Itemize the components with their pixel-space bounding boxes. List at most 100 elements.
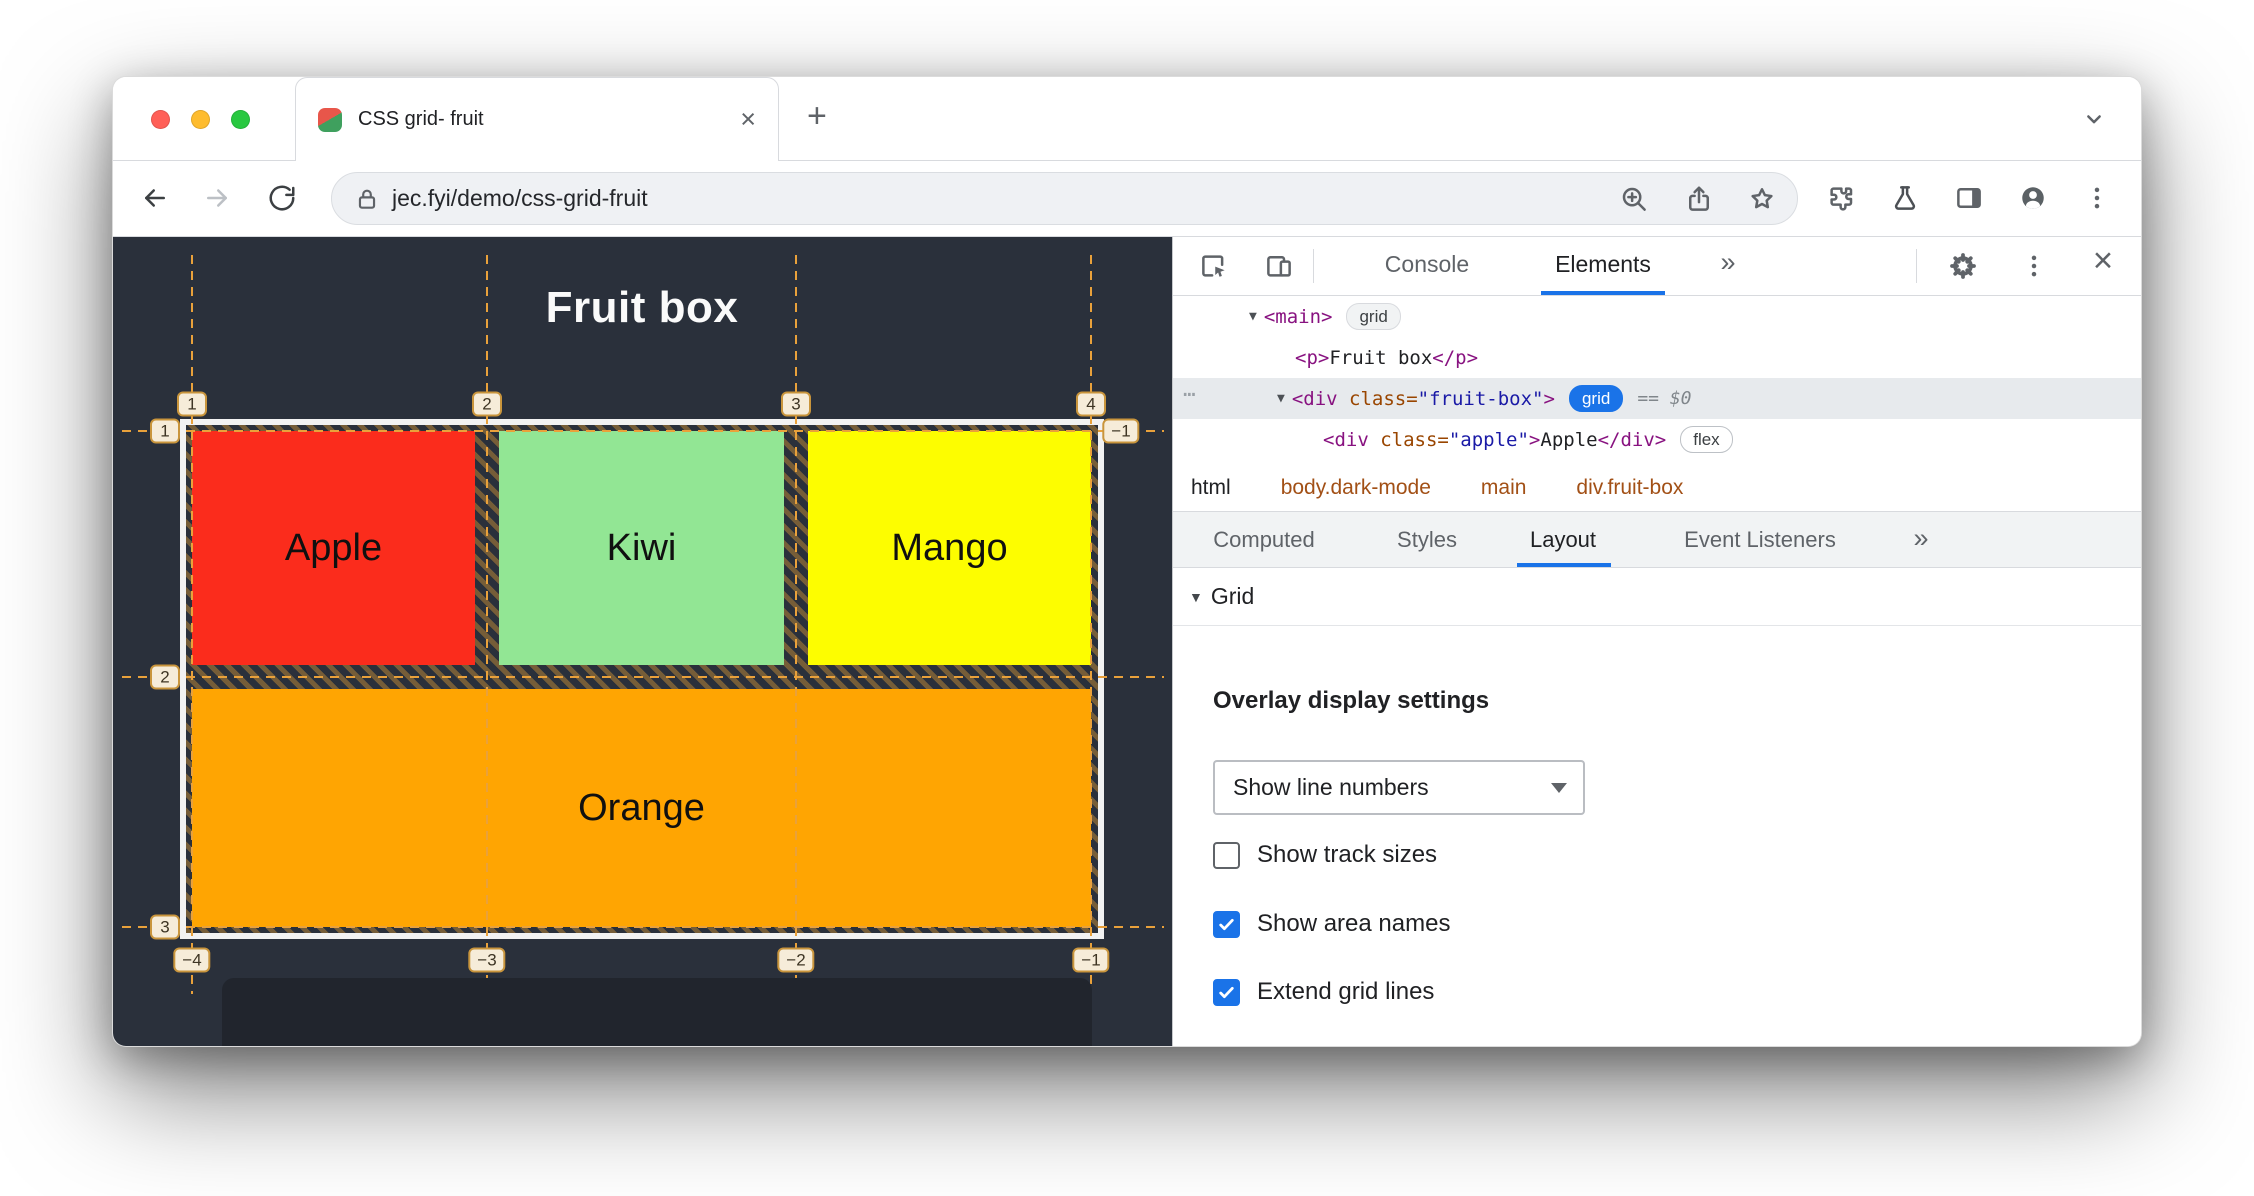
- bookmark-star-icon[interactable]: [1747, 184, 1777, 214]
- more-tabs-icon[interactable]: »: [1720, 247, 1736, 277]
- lock-icon[interactable]: [354, 186, 380, 212]
- tab-event-listeners[interactable]: Event Listeners: [1684, 527, 1836, 552]
- navigation-toolbar: jec.fyi/demo/css-grid-fruit: [113, 161, 2141, 237]
- breadcrumb-body[interactable]: body.dark-mode: [1280, 476, 1431, 499]
- fruit-grid: Apple Kiwi Mango Orange: [192, 431, 1092, 927]
- grid-line-number: −2: [777, 947, 815, 973]
- tab-styles[interactable]: Styles: [1397, 527, 1457, 552]
- devtools-panel: Console Elements » × ▼<main>grid <p>F: [1172, 237, 2141, 1046]
- tab-search-chevron-icon[interactable]: [2079, 104, 2109, 134]
- devtools-tab-elements[interactable]: Elements: [1555, 251, 1651, 277]
- checkbox-row-area-names[interactable]: Show area names: [1213, 910, 1450, 938]
- attr-token: class=: [1337, 387, 1418, 410]
- back-button[interactable]: [140, 183, 170, 213]
- show-area-names-checkbox[interactable]: [1213, 910, 1240, 938]
- grid-overlay-column-line: [191, 255, 193, 994]
- sidebar-pane-tabs: Computed Styles Layout Event Listeners »: [1173, 511, 2141, 568]
- forward-button[interactable]: [202, 183, 232, 213]
- extensions-puzzle-icon[interactable]: [1826, 183, 1856, 213]
- grid-overlay-row-line: [122, 676, 1164, 678]
- grid-line-number: −3: [468, 947, 506, 973]
- reload-button[interactable]: [267, 183, 297, 213]
- dropdown-chevron-icon: [1551, 782, 1567, 793]
- grid-cell-orange: Orange: [192, 689, 1091, 927]
- window-minimize-button[interactable]: [191, 110, 210, 129]
- tab-strip: CSS grid- fruit × +: [113, 77, 2141, 161]
- settings-gear-icon[interactable]: [1948, 251, 1978, 281]
- share-icon[interactable]: [1684, 184, 1714, 214]
- dom-tree-row-fruit-box[interactable]: ⋯ ▼<div class="fruit-box">grid== $0: [1173, 378, 2141, 419]
- dropdown-value: Show line numbers: [1233, 774, 1429, 800]
- checkbox-row-track-sizes[interactable]: Show track sizes: [1213, 841, 1437, 869]
- row-menu-dots-icon[interactable]: ⋯: [1183, 382, 1196, 406]
- breadcrumb: html body.dark-mode main div.fruit-box: [1173, 465, 2141, 511]
- window-zoom-button[interactable]: [231, 110, 250, 129]
- breadcrumb-main[interactable]: main: [1480, 476, 1527, 499]
- extend-grid-lines-checkbox[interactable]: [1213, 978, 1240, 1006]
- grid-overlay-column-line: [795, 255, 797, 994]
- flex-badge[interactable]: flex: [1680, 425, 1733, 454]
- devtools-tab-console[interactable]: Console: [1384, 251, 1470, 277]
- grid-line-number: 1: [177, 391, 207, 417]
- dom-tree-row-p[interactable]: <p>Fruit box</p>: [1173, 337, 2141, 378]
- disclosure-triangle-icon[interactable]: ▼: [1249, 309, 1257, 324]
- line-numbers-dropdown[interactable]: Show line numbers: [1213, 760, 1585, 815]
- grid-badge[interactable]: grid: [1346, 302, 1401, 331]
- tab-computed[interactable]: Computed: [1213, 527, 1315, 552]
- tag-token: >: [1543, 387, 1555, 410]
- grid-overlay-column-line: [486, 255, 488, 994]
- more-tabs-icon[interactable]: »: [1913, 523, 1929, 553]
- dom-tree-row-apple[interactable]: <div class="apple">Apple</div>flex: [1173, 419, 2141, 460]
- browser-tab[interactable]: CSS grid- fruit ×: [295, 77, 779, 161]
- tag-token: </div>: [1597, 428, 1667, 451]
- attr-token: class=: [1368, 428, 1449, 451]
- device-toolbar-icon[interactable]: [1264, 251, 1294, 281]
- tag-token: >: [1528, 428, 1541, 451]
- grid-line-number: 3: [781, 391, 811, 417]
- flask-icon[interactable]: [1890, 183, 1920, 213]
- toolbar-separator: [1313, 249, 1314, 283]
- devtools-menu-kebab-icon[interactable]: [2019, 251, 2049, 281]
- grid-overlay-row-line: [122, 926, 1164, 928]
- disclosure-triangle-icon[interactable]: ▼: [1189, 588, 1203, 605]
- value-token: "fruit-box": [1417, 387, 1544, 410]
- grid-line-number: 3: [150, 914, 180, 940]
- disclosure-triangle-icon[interactable]: ▼: [1277, 391, 1285, 406]
- breadcrumb-html[interactable]: html: [1191, 476, 1231, 499]
- browser-menu-kebab-icon[interactable]: [2082, 183, 2112, 213]
- grid-section-title: Grid: [1210, 583, 1255, 609]
- grid-section-header[interactable]: ▼ Grid: [1173, 568, 2141, 626]
- side-panel-icon[interactable]: [1954, 183, 1984, 213]
- tab-title: CSS grid- fruit: [358, 108, 484, 130]
- grid-line-number: 1: [150, 418, 180, 444]
- url-text[interactable]: jec.fyi/demo/css-grid-fruit: [392, 185, 648, 211]
- web-page: Fruit box Apple Kiwi Mango Orange 1 2 3: [113, 237, 1172, 1046]
- text-token: Fruit box: [1329, 346, 1433, 369]
- active-tab-underline: [1517, 563, 1611, 567]
- tag-token: <p>: [1295, 346, 1330, 369]
- text-token: Apple: [1540, 428, 1598, 451]
- checkbox-label: Show track sizes: [1257, 841, 1438, 868]
- zoom-icon[interactable]: [1619, 184, 1649, 214]
- checkbox-label: Show area names: [1257, 910, 1451, 937]
- profile-avatar[interactable]: [2018, 183, 2048, 213]
- tab-favicon-icon: [318, 107, 342, 132]
- tab-close-icon[interactable]: ×: [740, 104, 756, 134]
- grid-line-number: −1: [1072, 947, 1110, 973]
- devtools-close-icon[interactable]: ×: [2092, 241, 2114, 280]
- url-bar[interactable]: jec.fyi/demo/css-grid-fruit: [331, 172, 1798, 225]
- dom-tree-row-main[interactable]: ▼<main>grid: [1173, 296, 2141, 337]
- toolbar-separator: [1916, 249, 1917, 283]
- checkbox-label: Extend grid lines: [1257, 978, 1435, 1005]
- window-close-button[interactable]: [151, 110, 170, 129]
- new-tab-button[interactable]: +: [807, 97, 827, 135]
- grid-line-number: 4: [1076, 391, 1106, 417]
- inspect-element-icon[interactable]: [1199, 251, 1229, 281]
- overlay-settings-heading: Overlay display settings: [1213, 687, 1490, 714]
- checkbox-row-extend-lines[interactable]: Extend grid lines: [1213, 978, 1434, 1006]
- browser-window: CSS grid- fruit × + jec.fyi/demo/css-gri…: [112, 76, 2142, 1047]
- show-track-sizes-checkbox[interactable]: [1213, 841, 1240, 869]
- breadcrumb-fruit-box[interactable]: div.fruit-box: [1576, 476, 1684, 499]
- grid-badge[interactable]: grid: [1568, 384, 1624, 413]
- tab-layout[interactable]: Layout: [1529, 527, 1597, 552]
